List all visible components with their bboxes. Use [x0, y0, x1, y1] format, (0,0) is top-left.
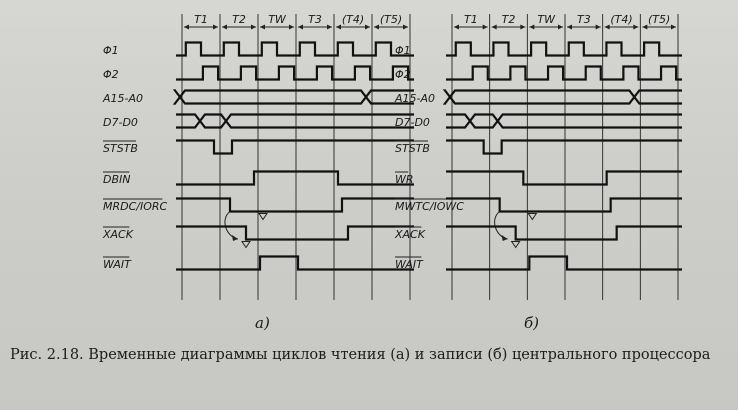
wave-xack [446, 225, 682, 241]
period-arrow-right [251, 24, 256, 30]
signal-label-d7-d0: D7-D0 [395, 116, 430, 129]
period-label: (T5) [648, 13, 670, 26]
xack-marker [510, 241, 521, 249]
panel-tag: б) [524, 314, 539, 332]
signal-label-mrdc-iorc: MRDC/IORC [103, 200, 168, 213]
wave-command [176, 197, 414, 213]
period-label: T2 [232, 13, 246, 26]
wave-phi2 [176, 65, 414, 81]
period-label: T3 [577, 13, 591, 26]
period-arrow-right [365, 24, 370, 30]
sampling-marker [527, 213, 538, 221]
period-arrow-right [671, 24, 676, 30]
wave-xack [176, 225, 414, 241]
period-arrow-right [213, 24, 218, 30]
period-label: T1 [194, 13, 208, 26]
panel-tag: а) [255, 314, 270, 332]
signal-label-d7-d0: D7-D0 [103, 116, 138, 129]
wave-phi2 [446, 65, 682, 81]
signal-label-a15-a0: A15-A0 [394, 92, 435, 105]
wave-phi1 [446, 41, 682, 57]
signal-label-ststb: STSTB [103, 142, 138, 155]
signal-label-wr: WR [395, 173, 414, 186]
wave-ststb [446, 139, 682, 155]
causal-arrow-curve [224, 211, 239, 240]
period-arrow-left [336, 24, 341, 30]
period-arrow-right [289, 24, 294, 30]
wave-address-bus [442, 89, 682, 105]
period-label: TW [537, 13, 556, 26]
signal-label-2: Φ2 [395, 68, 411, 81]
wave-wr [446, 170, 682, 186]
signal-label-2: Φ2 [103, 68, 119, 81]
causal-arrowhead [501, 235, 508, 241]
period-arrow-right [520, 24, 526, 30]
period-label: T3 [308, 13, 322, 26]
wave-data-bus [176, 113, 414, 129]
figure-caption: Рис. 2.18. Временные диаграммы циклов чт… [10, 347, 711, 363]
wave-command [446, 197, 682, 213]
period-arrow-right [482, 24, 488, 30]
signal-label-wait: WAIT [103, 258, 132, 271]
wave-wait [176, 255, 414, 271]
period-arrow-left [298, 24, 303, 30]
xack-marker [241, 241, 251, 249]
period-arrow-left [642, 24, 648, 30]
signal-label-a15-a0: A15-A0 [102, 92, 143, 105]
period-arrow-right [558, 24, 563, 30]
period-arrow-right [595, 24, 601, 30]
period-label: (T5) [380, 13, 402, 26]
wave-ststb [176, 139, 414, 155]
period-arrow-left [491, 24, 497, 30]
signal-label-ststb: STSTB [395, 142, 430, 155]
period-label: (T4) [610, 13, 632, 26]
period-arrow-left [604, 24, 610, 30]
period-arrow-right [403, 24, 408, 30]
period-label: T1 [464, 13, 478, 26]
signal-label-1: Φ1 [395, 44, 411, 57]
wave-dbin [176, 170, 414, 186]
period-arrow-right [327, 24, 332, 30]
signal-label-dbin: DBIN [103, 173, 131, 186]
signal-label-1: Φ1 [103, 44, 119, 57]
signal-label-xack: XACK [394, 228, 426, 241]
signal-label-xack: XACK [102, 228, 134, 241]
signal-label-wait: WAIT [395, 258, 424, 271]
wave-data-bus [446, 113, 682, 129]
period-arrow-left [374, 24, 379, 30]
period-label: T2 [502, 13, 516, 26]
period-arrow-right [633, 24, 639, 30]
period-arrow-left [184, 24, 189, 30]
wave-address-bus [172, 89, 414, 105]
period-label: (T4) [342, 13, 364, 26]
signal-label-mwtc-iowc: MWTC/IOWC [395, 200, 464, 213]
period-arrow-left [567, 24, 572, 30]
period-arrow-left [222, 24, 227, 30]
period-label: TW [268, 13, 287, 26]
period-arrow-left [260, 24, 265, 30]
wave-wait [446, 255, 682, 271]
period-arrow-left [529, 24, 535, 30]
causal-arrowhead [232, 235, 238, 241]
period-arrow-left [454, 24, 459, 30]
sampling-marker [258, 213, 268, 221]
causal-arrow-curve [494, 211, 508, 240]
wave-phi1 [176, 41, 414, 57]
